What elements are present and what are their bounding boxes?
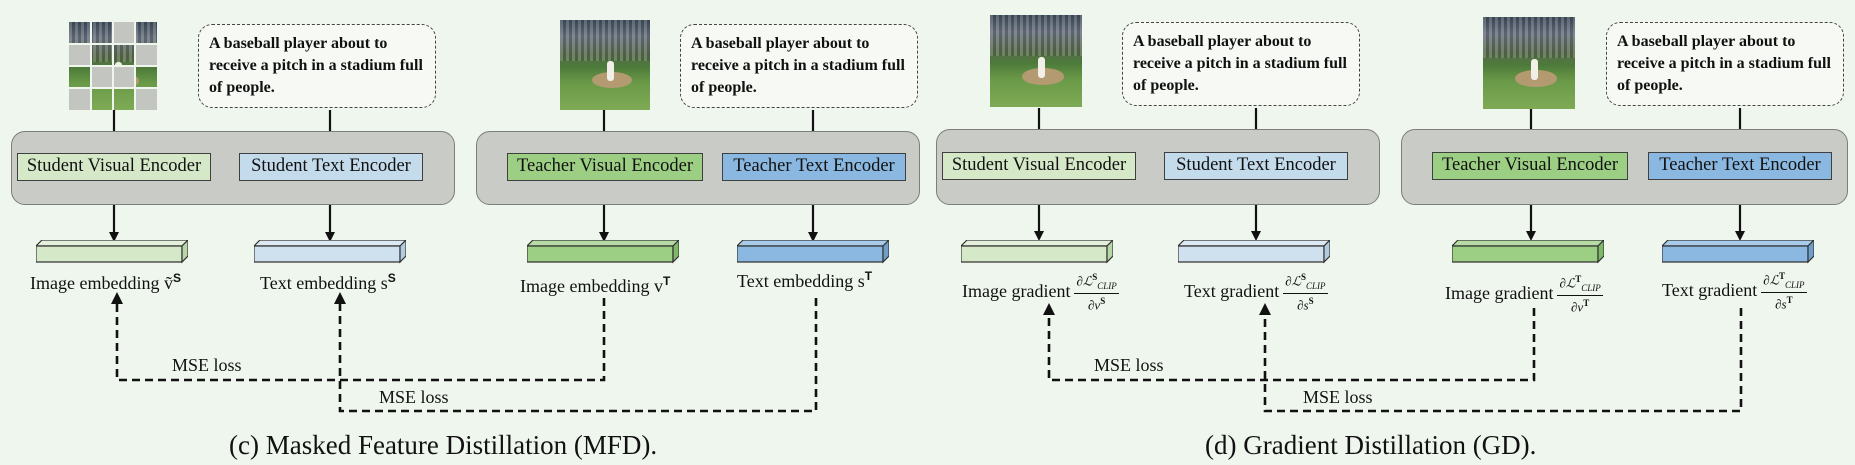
student-image-gradient-block <box>961 240 1113 264</box>
student-visual-encoder: Student Visual Encoder <box>942 152 1136 180</box>
mse-loss-label-2: MSE loss <box>379 387 449 407</box>
mse-loss-label-2: MSE loss <box>1303 387 1373 407</box>
teacher-text-encoder: Teacher Text Encoder <box>1648 152 1832 180</box>
teacher-text-gradient-block <box>1662 240 1814 264</box>
student-text-embedding-label: Text embedding sS <box>260 271 396 293</box>
student-visual-encoder: Student Visual Encoder <box>17 153 211 181</box>
student-text-gradient-label: Text gradient ∂ℒSCLIP ∂sS <box>1184 272 1328 313</box>
gd-caption: (d) Gradient Distillation (GD). <box>1205 430 1537 460</box>
teacher-image-gradient-label: Image gradient ∂ℒTCLIP ∂vT <box>1445 274 1603 315</box>
input-image <box>560 20 650 110</box>
teacher-text-gradient-label: Text gradient ∂ℒTCLIP ∂sT <box>1662 271 1807 312</box>
student-image-embedding-label: Image embedding ṽS <box>30 271 181 293</box>
teacher-visual-encoder: Teacher Visual Encoder <box>1432 152 1628 180</box>
input-image <box>990 15 1082 107</box>
student-text-encoder: Student Text Encoder <box>239 153 423 181</box>
teacher-image-embedding-label: Image embedding vT <box>520 274 671 296</box>
student-image-gradient-label: Image gradient ∂ℒSCLIP ∂vS <box>962 272 1119 313</box>
student-text-embedding-block <box>254 240 406 264</box>
masked-input-image <box>69 22 157 110</box>
teacher-text-encoder: Teacher Text Encoder <box>722 153 906 181</box>
text-caption-box: A baseball player about to receive a pit… <box>198 24 436 108</box>
teacher-visual-encoder: Teacher Visual Encoder <box>507 153 703 181</box>
teacher-text-embedding-block <box>737 240 889 264</box>
mfd-caption: (c) Masked Feature Distillation (MFD). <box>229 430 658 460</box>
teacher-text-embedding-label: Text embedding sT <box>737 269 873 291</box>
text-caption-box: A baseball player about to receive a pit… <box>1606 22 1844 106</box>
student-text-gradient-block <box>1178 240 1330 264</box>
mse-loss-label-1: MSE loss <box>172 355 242 375</box>
teacher-image-gradient-block <box>1452 240 1604 264</box>
teacher-image-embedding-block <box>527 240 679 264</box>
student-image-embedding-block <box>36 240 188 264</box>
text-caption-box: A baseball player about to receive a pit… <box>680 24 918 108</box>
text-caption-box: A baseball player about to receive a pit… <box>1122 22 1360 106</box>
student-text-encoder: Student Text Encoder <box>1164 152 1348 180</box>
mse-loss-label-1: MSE loss <box>1094 355 1164 375</box>
input-image <box>1483 17 1575 109</box>
